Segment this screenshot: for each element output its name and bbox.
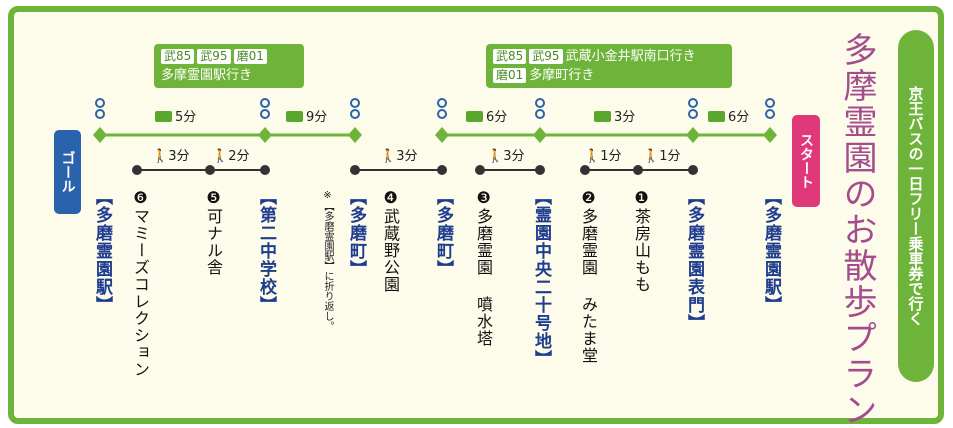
bus-stop-icon — [765, 98, 775, 108]
stop-tama-reien-omotemon: 【多磨霊園表門】 — [684, 188, 704, 332]
walk-nodes — [132, 165, 698, 175]
bus-icon — [594, 111, 611, 122]
spot-2: ❷多磨霊園 みたま堂 — [579, 188, 598, 364]
stop-tama-machi: 【多磨町】 — [346, 188, 366, 278]
route-destination: 多摩町行き — [529, 68, 595, 83]
bus-stop-icon — [437, 98, 447, 108]
bus-icon — [155, 111, 172, 122]
stop-daini-chugakko: 【第二中学校】 — [256, 188, 276, 314]
walk-duration: 🚶1分 — [584, 149, 622, 164]
walk-duration: 🚶3分 — [380, 149, 418, 164]
route-code: 磨01 — [493, 68, 527, 83]
bus-duration: 9分 — [286, 110, 327, 126]
walk-duration: 🚶3分 — [152, 149, 190, 164]
bus-stop-icon — [350, 98, 360, 108]
route-code: 武95 — [197, 49, 231, 64]
route-code: 武95 — [529, 49, 563, 64]
bus-duration: 3分 — [594, 110, 635, 126]
stop-tama-reien-eki-start: 【多磨霊園駅】 — [761, 188, 781, 314]
spot-3: ❸多磨霊園 噴水塔 — [474, 188, 493, 347]
stop-tama-machi: 【多磨町】 — [433, 188, 453, 278]
bus-icon — [708, 111, 725, 122]
bus-icon — [466, 111, 483, 122]
bus-duration: 6分 — [708, 110, 749, 126]
walk-duration: 🚶2分 — [212, 149, 250, 164]
page-title: 多摩霊園のお散歩プラン — [837, 32, 877, 428]
route-destination: 多摩霊園駅行き — [161, 68, 253, 83]
walk-duration: 🚶1分 — [643, 149, 681, 164]
bus-stop-icon — [688, 98, 698, 108]
route-code: 武85 — [493, 49, 527, 64]
bus-duration: 5分 — [155, 110, 196, 126]
spot-5: ❺可ナル舎 — [204, 188, 223, 276]
stop-marker — [93, 127, 107, 143]
stop-marker — [533, 127, 547, 143]
spot-1: ❶茶房山もも — [632, 188, 651, 293]
subtitle: 京王バスの一日フリー乗車券で行く — [906, 86, 925, 326]
spot-4: ❹武蔵野公園 — [381, 188, 400, 293]
subtitle-pill: 京王バスの一日フリー乗車券で行く — [898, 30, 934, 382]
stop-reien-chuo: 【霊園中央二十号地】 — [531, 188, 551, 368]
bus-stop-icon — [535, 98, 545, 108]
stop-marker — [763, 127, 777, 143]
start-badge: スタート — [792, 115, 820, 207]
goal-badge: ゴール — [54, 130, 81, 214]
route-destination: 武蔵小金井駅南口行き — [565, 49, 696, 64]
bus-duration: 6分 — [466, 110, 507, 126]
bus-stop-icon — [260, 98, 270, 108]
stop-marker — [686, 127, 700, 143]
bus-stop-markers — [93, 127, 777, 143]
bus-stop-icons — [95, 98, 775, 119]
spot-6: ❻マミーズコレクション — [131, 188, 150, 378]
walk-duration: 🚶3分 — [487, 149, 525, 164]
stop-marker — [348, 127, 362, 143]
stop-marker — [258, 127, 272, 143]
stop-marker — [435, 127, 449, 143]
stop-tama-reien-eki-goal: 【多磨霊園駅】 — [92, 188, 112, 314]
bus-icon — [286, 111, 303, 122]
route-code: 武85 — [161, 49, 195, 64]
bus-stop-icon — [95, 98, 105, 108]
note: ※【多磨霊園駅】に折り返し。 — [322, 190, 333, 331]
route-code: 磨01 — [233, 49, 267, 64]
